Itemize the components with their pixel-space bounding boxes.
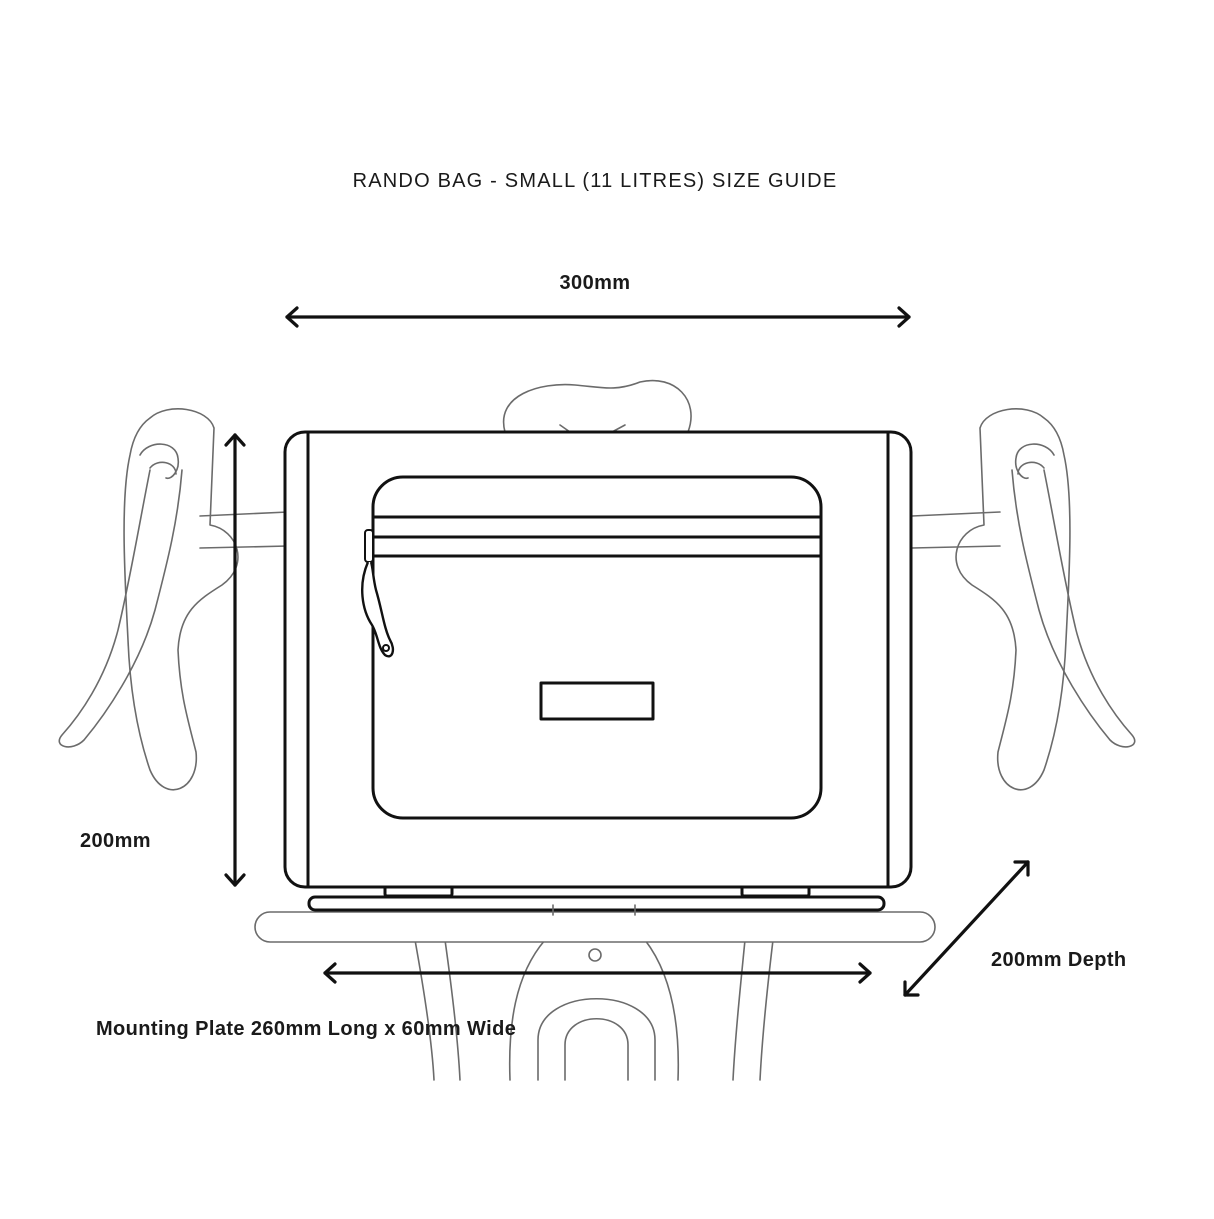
bike-fork: [414, 939, 774, 1081]
width-label: 300mm: [559, 272, 631, 294]
mounting-plate: [307, 882, 886, 916]
stem-bolt-icon: [588, 948, 602, 962]
handlebar-bar: [254, 911, 936, 943]
mounting-plate-label: Mounting Plate 260mm Long x 60mm Wide: [96, 1018, 517, 1040]
zipper-pull-icon: [361, 529, 395, 658]
width-arrow: [285, 306, 911, 328]
label-patch: [539, 681, 655, 721]
stem-cap: [502, 379, 692, 433]
height-arrow: [224, 433, 246, 887]
right-brake-lever: [911, 408, 1136, 791]
plate-length-arrow: [323, 962, 872, 984]
depth-arrow: [903, 860, 1030, 997]
rando-bag: [283, 430, 913, 889]
depth-label: 200mm Depth: [991, 949, 1127, 971]
height-label: 200mm: [80, 830, 151, 852]
front-pocket: [371, 475, 823, 820]
left-brake-lever: [58, 408, 289, 791]
page-title: RANDO BAG - SMALL (11 LITRES) SIZE GUIDE: [352, 170, 838, 192]
